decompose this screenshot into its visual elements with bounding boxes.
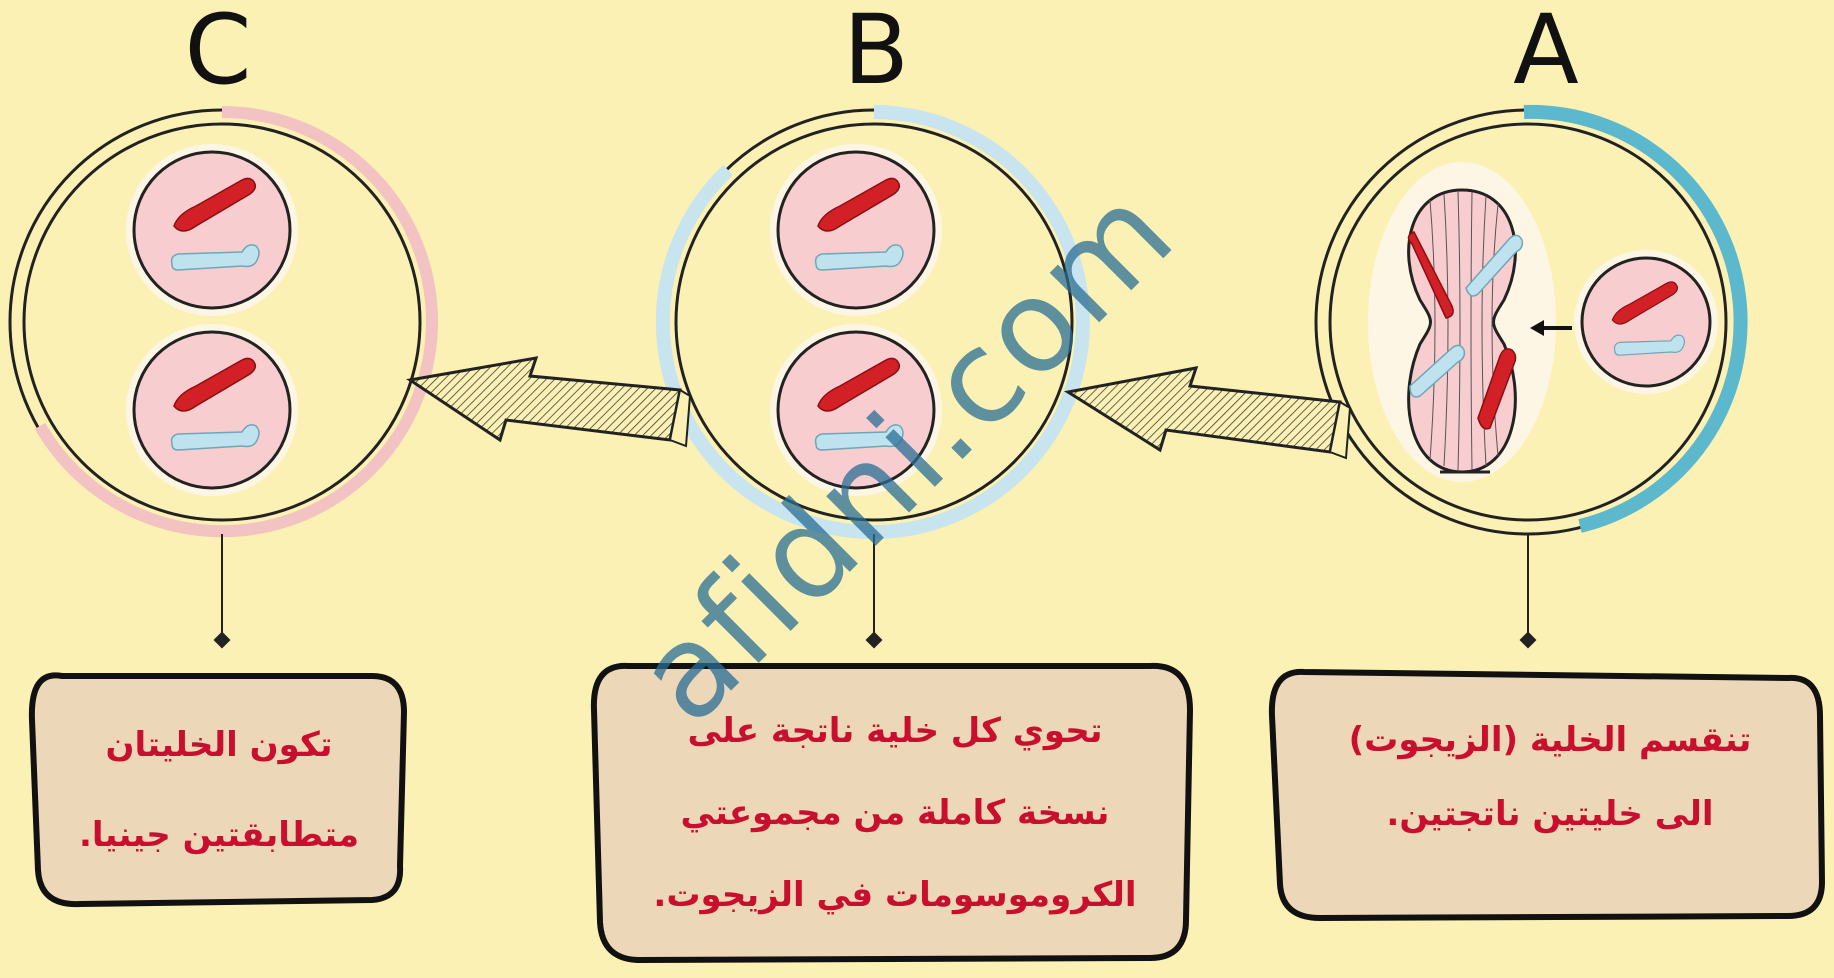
- stage-label-a: A: [1486, 0, 1606, 100]
- dividing-cell: [1368, 162, 1556, 482]
- caption-b-line-3: الكروموسومات في الزيجوت.: [610, 854, 1180, 936]
- arrow-b-to-c: [410, 358, 690, 446]
- cell-c: [10, 110, 434, 534]
- arrow-a-to-b: [1068, 368, 1350, 458]
- nucleus-b-top: [770, 144, 942, 316]
- caption-c-line-2: متطابقتين جينيا.: [44, 790, 394, 880]
- caption-a-line-1: تنقسم الخلية (الزيجوت): [1290, 712, 1810, 768]
- cell-a: [1316, 110, 1741, 534]
- nucleus-c-bottom: [126, 324, 298, 496]
- stage-label-b: B: [816, 0, 936, 100]
- stage-label-c: C: [158, 0, 278, 100]
- caption-c-line-1: تكون الخليتان: [44, 700, 394, 790]
- caption-b-line-2: نسخة كاملة من مجموعتي: [610, 772, 1180, 854]
- connector-c: [214, 534, 231, 648]
- caption-a: تنقسم الخلية (الزيجوت) الى خليتين ناتجتي…: [1290, 712, 1810, 842]
- caption-c: تكون الخليتان متطابقتين جينيا.: [44, 700, 394, 880]
- connector-a: [1520, 534, 1537, 648]
- caption-a-line-2: الى خليتين ناتجتين.: [1290, 786, 1810, 842]
- nucleus-c-top: [126, 144, 298, 316]
